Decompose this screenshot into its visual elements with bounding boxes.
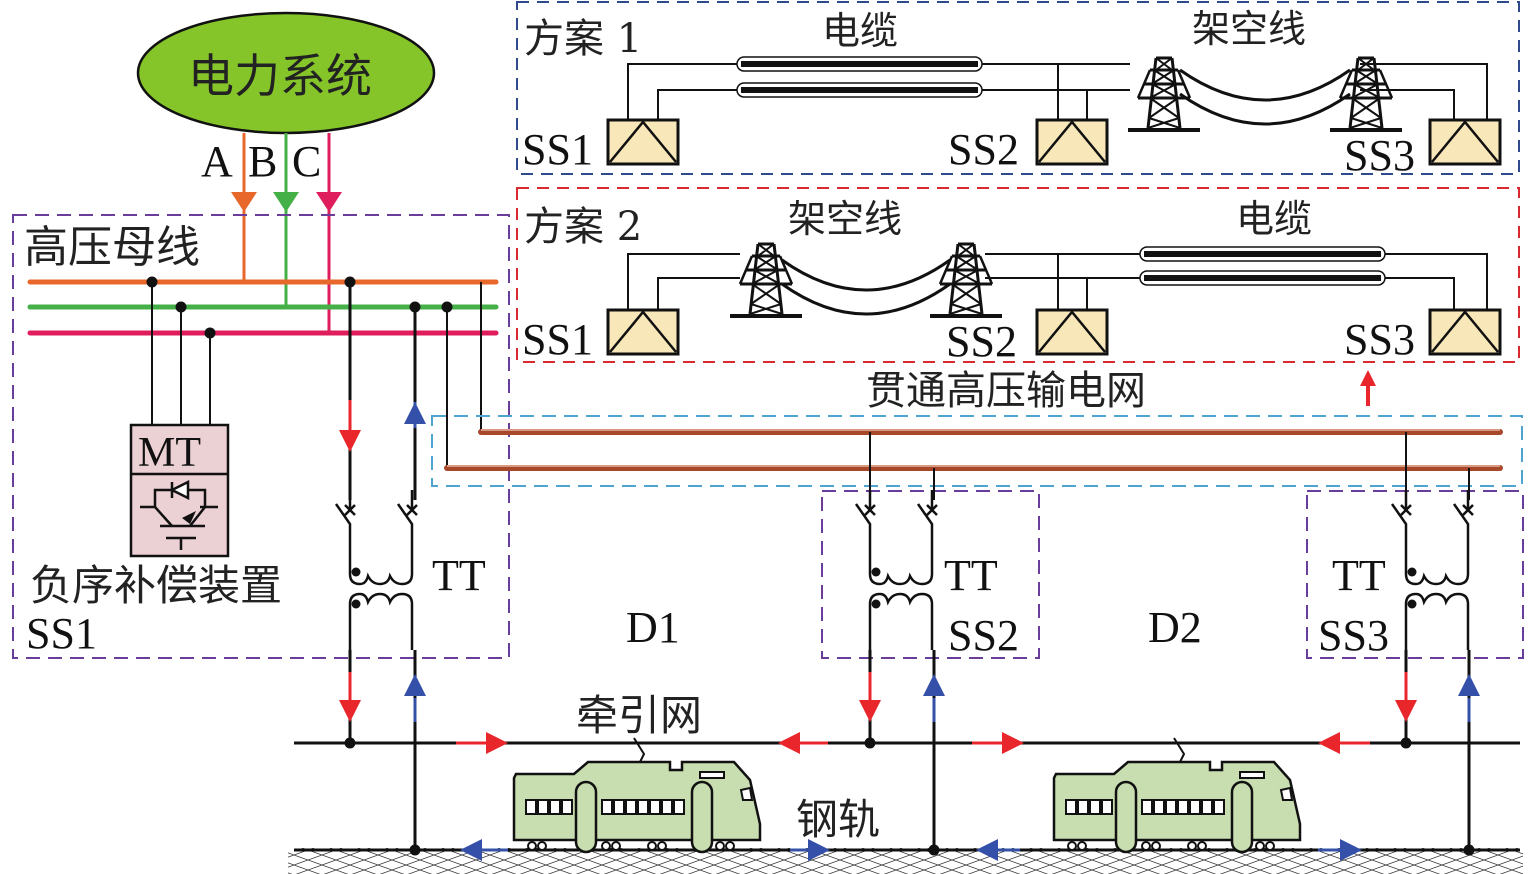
current-arrow-left-icon	[1318, 732, 1340, 754]
cable-icon	[1139, 246, 1386, 262]
scheme-1-panel: 方案 1 电缆 架空线 SS1 SS2 SS3	[516, 1, 1520, 180]
scheme-1-ss1-label: SS1	[522, 125, 593, 174]
substation-icon	[1428, 308, 1502, 356]
junction-dot	[146, 276, 158, 288]
compensator-label: 负序补偿装置	[30, 561, 282, 610]
traction-transformer-icon	[854, 488, 939, 652]
substation-icon	[1035, 308, 1109, 356]
current-arrows-vertical	[339, 672, 1480, 722]
current-arrow-down-icon	[339, 430, 361, 452]
junction-dot	[344, 276, 356, 288]
current-arrow-down-icon	[1395, 700, 1417, 722]
phase-b-arrow-icon	[273, 192, 299, 212]
ss3-border	[1306, 490, 1524, 659]
scheme-2-ss2-feeders	[1057, 254, 1088, 310]
current-arrow-right-icon	[486, 732, 508, 754]
ground-hatch	[288, 848, 1523, 874]
transmission-network-border	[431, 415, 1523, 487]
current-arrow-down-icon	[339, 700, 361, 722]
current-arrow-right-icon	[1340, 839, 1362, 861]
substation-icon	[1035, 118, 1109, 166]
substation-icon	[606, 118, 680, 166]
current-arrow-left-icon	[778, 732, 800, 754]
cable-icon	[736, 82, 983, 98]
cable-icon	[1139, 270, 1386, 286]
overhead-conductor	[781, 258, 951, 316]
ss1-border	[12, 214, 510, 659]
scheme-2-border	[516, 187, 1520, 363]
phase-b-label: B	[248, 137, 277, 186]
ss1-output-leads	[348, 650, 417, 850]
train-icon	[1052, 736, 1302, 854]
traction-transformer-icon	[334, 488, 419, 652]
ss2-network-taps	[869, 432, 935, 500]
current-arrow-left-icon	[976, 839, 998, 861]
hv-bus-label: 高压母线	[24, 222, 200, 273]
compensator-mt-label: MT	[138, 430, 201, 476]
junction-dot	[409, 301, 421, 313]
junction-dots	[344, 737, 1475, 856]
phase-c-label: C	[292, 137, 321, 186]
current-arrow-up-icon	[404, 674, 426, 696]
power-system-label: 电力系统	[188, 49, 372, 103]
scheme-2-title: 方案 2	[524, 204, 642, 250]
substation-icon	[1428, 118, 1502, 166]
igbt-emitter-arrow-icon	[182, 511, 196, 524]
train-icon	[512, 736, 762, 854]
ss3-tt-label: TT	[1332, 551, 1386, 600]
overhead-conductor	[1179, 68, 1351, 126]
scheme-1-border	[516, 1, 1520, 175]
phase-c-arrow-icon	[316, 192, 342, 212]
current-arrows-catenary	[456, 732, 1370, 754]
scheme-2-cable-label: 电缆	[1236, 197, 1312, 241]
scheme-2-overhead-label: 架空线	[788, 197, 902, 241]
current-arrow-up-icon	[923, 674, 945, 696]
scheme-2-ss3-label: SS3	[1344, 315, 1415, 364]
ss2-border	[821, 490, 1040, 659]
ss1-label: SS1	[26, 609, 97, 658]
scheme-1-ss2-label: SS2	[948, 125, 1019, 174]
scheme-1-title: 方案 1	[524, 16, 642, 62]
scheme-1-cable-label: 电缆	[822, 9, 898, 53]
compensator-taps	[151, 282, 211, 425]
cable-icon	[736, 56, 983, 72]
transmission-network-label: 贯通高压输电网	[866, 368, 1146, 414]
scheme-1-overhead-label: 架空线	[1192, 7, 1306, 51]
current-arrow-left-icon	[460, 839, 482, 861]
scheme-1-ss3-label: SS3	[1344, 131, 1415, 180]
current-arrows-rail	[460, 839, 1362, 861]
negative-sequence-compensator: MT	[129, 423, 230, 558]
scheme-2-ss1-label: SS1	[522, 315, 593, 364]
current-arrow-up-icon	[404, 402, 426, 424]
section-d2-label: D2	[1148, 603, 1202, 652]
transmission-tower-icon	[1328, 56, 1404, 132]
current-arrow-right-icon	[808, 839, 830, 861]
phase-a-label: A	[201, 137, 233, 186]
rail-label: 钢轨	[796, 795, 880, 844]
transmission-tower-icon	[1126, 56, 1202, 132]
catenary-label: 牵引网	[576, 691, 702, 740]
ss3-label: SS3	[1318, 611, 1389, 660]
current-arrow-down-icon	[859, 700, 881, 722]
ss2-label: SS2	[948, 611, 1019, 660]
transmission-tower-icon	[728, 242, 804, 318]
traction-transformer-icon	[1390, 488, 1475, 652]
scheme-1-ss2-feeders	[1057, 64, 1088, 120]
ss3-output-leads	[1404, 650, 1471, 850]
ss1-tt-label: TT	[432, 551, 486, 600]
ss2-tt-label: TT	[944, 551, 998, 600]
scheme-pointer-arrow-icon	[1360, 370, 1376, 406]
scheme-2-panel: 方案 2 架空线 电缆 SS1 SS2 SS3	[516, 187, 1520, 366]
current-arrow-up-icon	[1458, 674, 1480, 696]
ss1-network-taps	[446, 282, 482, 468]
igbt-icon	[140, 479, 218, 550]
current-arrow-right-icon	[1002, 732, 1024, 754]
section-d1-label: D1	[626, 603, 680, 652]
scheme-2-ss2-label: SS2	[946, 317, 1017, 366]
substation-icon	[606, 308, 680, 356]
junction-dot	[204, 327, 216, 339]
junction-dot	[175, 301, 187, 313]
phase-a-arrow-icon	[231, 192, 257, 212]
